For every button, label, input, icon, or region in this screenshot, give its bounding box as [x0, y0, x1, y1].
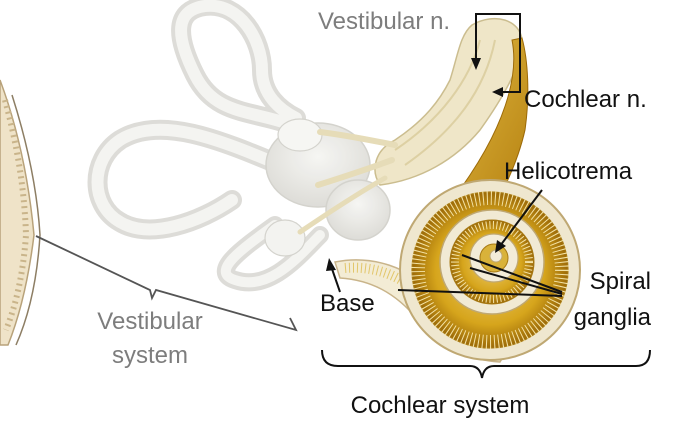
annotation-lines: [326, 13, 563, 297]
spiral-ganglia-label-line1: Spiral: [589, 268, 651, 295]
vestibular-system-art: [87, 0, 391, 292]
left-section-edge: [0, 79, 41, 346]
vestibular-system-label-line1: Vestibular: [97, 308, 203, 335]
vestibular-system-bracket: [35, 235, 298, 332]
base-label: Base: [320, 290, 375, 317]
cochlear-nerve-label: Cochlear n.: [524, 86, 647, 113]
spiral-ganglia-label-line2: ganglia: [573, 304, 651, 331]
vestibular-nerve-label: Vestibular n.: [318, 8, 451, 35]
vestibular-system-label-line2: system: [111, 342, 188, 369]
cochlear-system-label: Cochlear system: [350, 392, 530, 419]
cochlear-system-bracket: [321, 349, 651, 379]
helicotrema-label: Helicotrema: [504, 158, 633, 185]
cochlea-art: [334, 179, 581, 363]
